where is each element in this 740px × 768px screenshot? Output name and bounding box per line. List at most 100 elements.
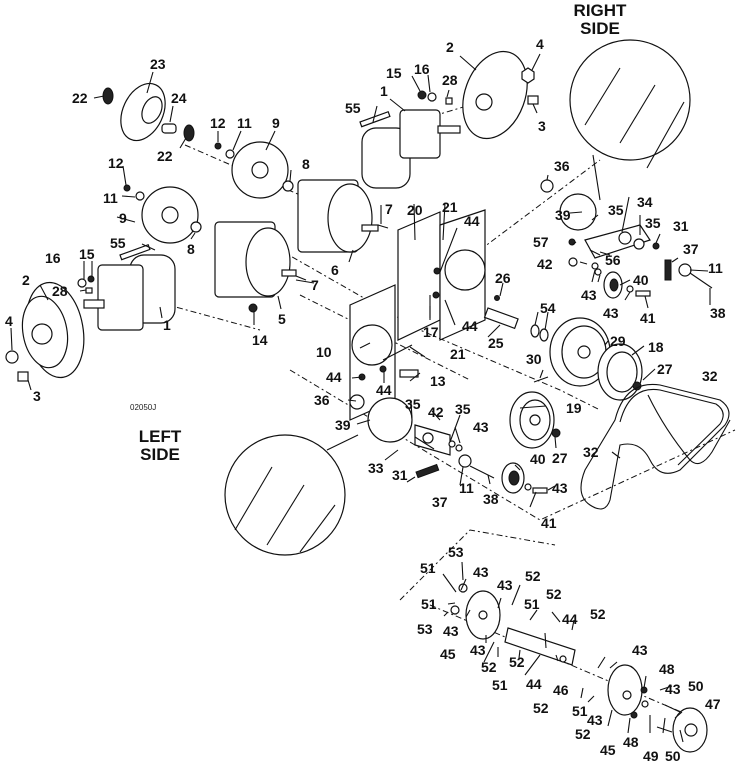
- callout-50: 50: [688, 678, 704, 694]
- callout-2: 2: [446, 39, 454, 55]
- fitting-16-left: [77, 278, 87, 288]
- callout-38: 38: [483, 491, 499, 507]
- callout-44: 44: [526, 676, 542, 692]
- right-side-title-line2: SIDE: [580, 19, 620, 38]
- callout-11: 11: [237, 115, 252, 131]
- callout-43: 43: [552, 480, 568, 496]
- washer-43-left-b: [455, 444, 463, 452]
- callout-49: 49: [643, 748, 659, 764]
- callout-17: 17: [423, 324, 439, 340]
- bolt-13: [399, 369, 419, 378]
- bushing-36-left: [349, 394, 365, 410]
- callout-43: 43: [497, 577, 513, 593]
- washer-11-left: [135, 191, 145, 201]
- nut-4-left: [5, 350, 19, 364]
- callout-11: 11: [708, 260, 723, 276]
- bearing-22-lower: [183, 124, 195, 142]
- callout-41: 41: [640, 310, 656, 326]
- frame-plate-10: [349, 284, 396, 421]
- callout-48: 48: [623, 734, 639, 750]
- callout-43: 43: [473, 564, 489, 580]
- washer-8-right: [282, 180, 294, 192]
- bolt-41-left: [532, 487, 548, 494]
- callout-5: 5: [278, 311, 286, 327]
- detail-magnifier-right: [569, 39, 691, 201]
- idler-arm-34: [584, 224, 651, 259]
- bolt-38-left: [469, 465, 495, 479]
- callout-16: 16: [45, 250, 61, 266]
- detail-circle-39-left: [367, 397, 413, 443]
- hub-23: [120, 82, 166, 142]
- callout-31: 31: [673, 218, 689, 234]
- callout-51: 51: [492, 677, 508, 693]
- callout-8: 8: [302, 156, 310, 172]
- nut-48-lower: [630, 711, 638, 719]
- center-line-right-motor: [184, 104, 471, 196]
- idler-pulley-40-left: [501, 462, 525, 494]
- callout-43: 43: [470, 642, 486, 658]
- callout-19: 19: [566, 400, 582, 416]
- callout-52: 52: [575, 726, 591, 742]
- callout-44: 44: [462, 318, 478, 334]
- bearing-53-lower: [450, 605, 460, 615]
- callout-52: 52: [525, 568, 541, 584]
- callout-15: 15: [79, 246, 95, 262]
- detail-magnifier-left: [224, 434, 359, 556]
- key-7-lower: [295, 275, 307, 281]
- callout-35: 35: [645, 215, 661, 231]
- callout-18: 18: [648, 339, 664, 355]
- callout-56: 56: [605, 252, 621, 268]
- callout-22: 22: [72, 90, 88, 106]
- bushing-36-right: [540, 179, 554, 193]
- callout-1: 1: [380, 83, 388, 99]
- nut-44-b: [432, 291, 440, 299]
- key-7-upper: [377, 224, 389, 229]
- key-28-right: [445, 97, 453, 105]
- shaft-25: [483, 307, 519, 330]
- nut-12-left: [123, 184, 131, 192]
- callout-20: 20: [407, 202, 423, 218]
- callout-53: 53: [417, 621, 433, 637]
- callout-32: 32: [583, 444, 599, 460]
- callout-57: 57: [533, 234, 549, 250]
- leader-lines: [10, 53, 711, 743]
- callout-37: 37: [683, 241, 699, 257]
- callout-42: 42: [428, 404, 444, 420]
- callout-48: 48: [659, 661, 675, 677]
- washer-43-left-c: [524, 483, 532, 491]
- callout-15: 15: [386, 65, 402, 81]
- callout-52: 52: [546, 586, 562, 602]
- callout-13: 13: [430, 373, 446, 389]
- callout-40: 40: [633, 272, 649, 288]
- callout-46: 46: [553, 682, 569, 698]
- callout-34: 34: [637, 194, 653, 210]
- fan-9-left: [141, 186, 199, 244]
- fitting-16-right: [427, 92, 437, 102]
- callout-27: 27: [657, 361, 673, 377]
- bracket-46: [504, 627, 576, 666]
- callout-8: 8: [187, 241, 195, 257]
- callout-54: 54: [540, 300, 556, 316]
- pin-26: [494, 295, 500, 301]
- nut-14: [248, 303, 258, 313]
- callout-6: 6: [331, 262, 339, 278]
- callout-28: 28: [52, 283, 68, 299]
- nut-31-right: [652, 242, 660, 250]
- callout-39: 39: [335, 417, 351, 433]
- callout-33: 33: [368, 460, 384, 476]
- spring-37-right: [664, 259, 672, 281]
- callout-52: 52: [590, 606, 606, 622]
- callout-38: 38: [710, 305, 726, 321]
- bottom-shaft-assembly: [450, 583, 708, 753]
- callout-9: 9: [119, 210, 127, 226]
- bolt-3-left: [17, 371, 29, 382]
- hydraulic-motor-1-right: [361, 109, 461, 189]
- callout-7: 7: [385, 201, 393, 217]
- key-28-left: [85, 287, 93, 294]
- callout-32: 32: [702, 368, 718, 384]
- callout-12: 12: [210, 115, 226, 131]
- bolt-50-a: [664, 704, 681, 713]
- callout-23: 23: [150, 56, 166, 72]
- callout-43: 43: [665, 681, 681, 697]
